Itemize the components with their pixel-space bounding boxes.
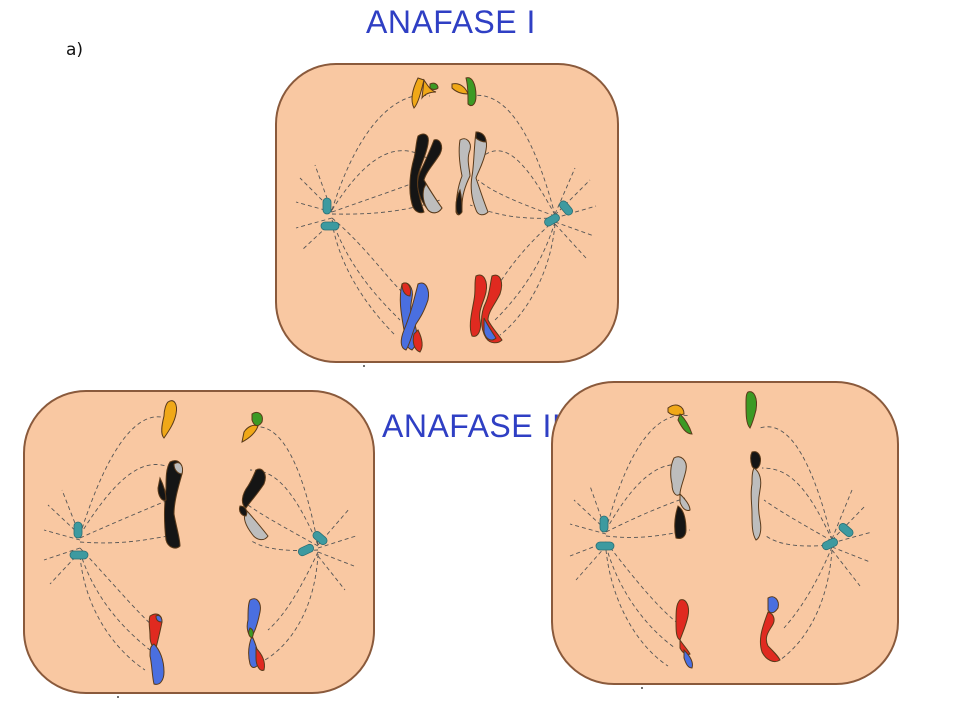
spindle-fibers [569,414,873,667]
centriole-left [595,515,615,551]
chromosome-black [157,460,183,549]
centriole-right [821,523,854,551]
chromosome-orange-green-right [451,77,477,107]
chromosome-blue-red [246,598,265,671]
spindle-fibers [295,94,597,336]
chromosome-black [409,133,443,214]
spindle-fibers [43,416,357,671]
centriole-left [320,197,340,231]
anaphase-one-title: ANAFASE I [366,4,536,40]
chromosome-red-blue [675,599,693,669]
centriole-right [297,531,328,557]
figure-label: a) [66,40,84,60]
cell-anaphase-two-left [23,390,375,694]
chromosome-orange-green [241,411,263,443]
chromosome-blue-red [759,596,781,663]
chromosome-orange-green [667,404,693,435]
chromosome-red-blue [148,613,165,685]
centriole-left [69,521,89,560]
dot [363,365,365,367]
chromosome-blue [399,282,429,353]
chromosome-red [469,274,503,344]
anaphase-two-title: ANAFASE II [382,408,562,444]
dot [117,696,119,698]
chromosome-black-gray [750,451,762,541]
dot [641,687,643,689]
cell-anaphase-two-right [551,381,899,685]
chromosome-gray [455,131,489,216]
centriole-right [544,200,573,227]
chromosome-black-gray [239,468,269,541]
chromosome-green [745,391,757,429]
chromosome-orange [161,400,177,439]
chromosome-orange-green-left [411,77,439,109]
chromosome-gray-black [670,456,691,539]
cell-anaphase-one [275,63,619,363]
